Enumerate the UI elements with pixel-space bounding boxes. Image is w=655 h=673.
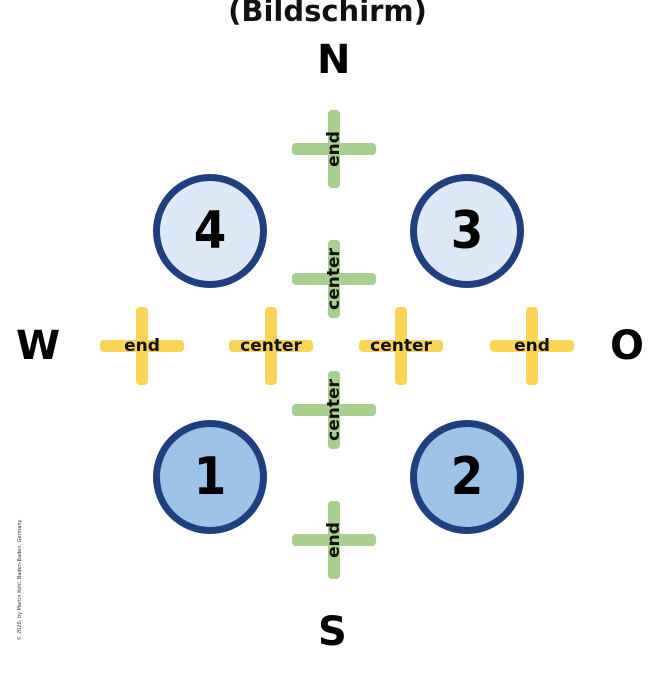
marker-bar bbox=[265, 307, 277, 385]
marker-bar bbox=[395, 307, 407, 385]
marker-label: end bbox=[324, 522, 344, 558]
marker-bar bbox=[328, 110, 340, 188]
zone-circle-1: 1 bbox=[153, 420, 267, 534]
compass-north: N bbox=[317, 37, 351, 83]
marker-label: center bbox=[324, 379, 344, 441]
zone-number-1: 1 bbox=[193, 447, 227, 507]
marker-south-end: end bbox=[292, 501, 376, 579]
marker-bar bbox=[136, 307, 148, 385]
marker-bar bbox=[526, 307, 538, 385]
marker-bar bbox=[328, 240, 340, 318]
zone-circle-3: 3 bbox=[410, 174, 524, 288]
marker-label: end bbox=[124, 336, 160, 356]
compass-west: W bbox=[16, 323, 61, 369]
marker-bar bbox=[328, 501, 340, 579]
marker-label: end bbox=[514, 336, 550, 356]
marker-west-center: center bbox=[229, 307, 313, 385]
marker-south-center: center bbox=[292, 371, 376, 449]
compass-east: O bbox=[610, 323, 645, 369]
marker-bar bbox=[328, 371, 340, 449]
marker-east-center: center bbox=[359, 307, 443, 385]
zone-circle-2: 2 bbox=[410, 420, 524, 534]
marker-label: end bbox=[324, 131, 344, 167]
zone-circle-4: 4 bbox=[153, 174, 267, 288]
zone-number-3: 3 bbox=[450, 201, 484, 261]
zone-number-4: 4 bbox=[193, 201, 227, 261]
marker-label: center bbox=[370, 336, 432, 356]
marker-east-end: end bbox=[490, 307, 574, 385]
marker-north-center: center bbox=[292, 240, 376, 318]
copyright-notice: © 2020, by Martin Kohl, Baden-Baden, Ger… bbox=[17, 519, 23, 641]
marker-label: center bbox=[324, 248, 344, 310]
marker-label: center bbox=[240, 336, 302, 356]
zone-number-2: 2 bbox=[450, 447, 484, 507]
marker-west-end: end bbox=[100, 307, 184, 385]
compass-south: S bbox=[318, 609, 347, 655]
diagram-title: (Bildschirm) bbox=[228, 0, 427, 28]
marker-north-end: end bbox=[292, 110, 376, 188]
